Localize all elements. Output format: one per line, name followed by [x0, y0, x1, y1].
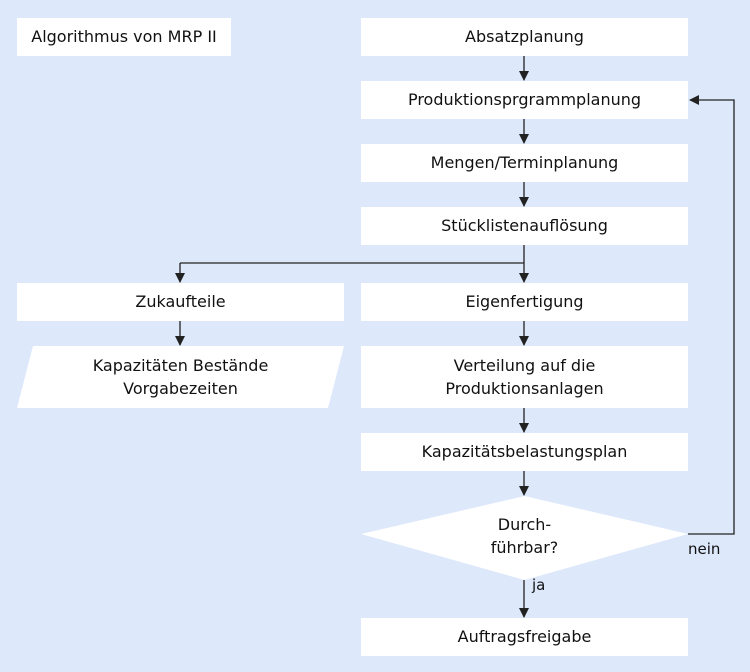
kapazitaeten-line-2: Vorgabezeiten [123, 379, 238, 398]
edge-label-nein: nein [688, 540, 721, 558]
node-absatzplanung: Absatzplanung [361, 18, 688, 56]
arrow-decision-no-loop [688, 95, 735, 535]
diamond-shape [361, 496, 688, 580]
kapazitaeten-line-1: Kapazitäten Bestände [92, 355, 269, 375]
node-produktionsprogrammplanung: Produktionsprgrammplanung [361, 81, 688, 119]
node-stuecklistenaufloesung: Stücklistenauflösung [361, 207, 688, 245]
node-mengen-terminplanung: Mengen/Terminplanung [361, 144, 688, 182]
edge-label-ja: ja [532, 576, 546, 594]
node-verteilung: Verteilung auf die Produktionsanlagen [361, 346, 688, 408]
durchfuehrbar-line-1: Durch- [497, 514, 552, 534]
durchfuehrbar-line-2: führbar? [490, 538, 559, 557]
verteilung-line-1: Verteilung auf die [453, 355, 596, 375]
node-durchfuehrbar-decision: Durch- führbar? [361, 496, 688, 580]
diagram-title: Algorithmus von MRP II [17, 18, 231, 56]
node-eigenfertigung: Eigenfertigung [361, 283, 688, 321]
node-kapazitaeten-parallelogram: Kapazitäten Bestände Vorgabezeiten [17, 346, 344, 408]
verteilung-line-2: Produktionsanlagen [445, 379, 604, 398]
parallelogram-shape [17, 346, 344, 408]
node-kapazitaetsbelastungsplan: Kapazitätsbelastungsplan [361, 433, 688, 471]
node-zukaufteile: Zukaufteile [17, 283, 344, 321]
node-auftragsfreigabe: Auftragsfreigabe [361, 618, 688, 656]
